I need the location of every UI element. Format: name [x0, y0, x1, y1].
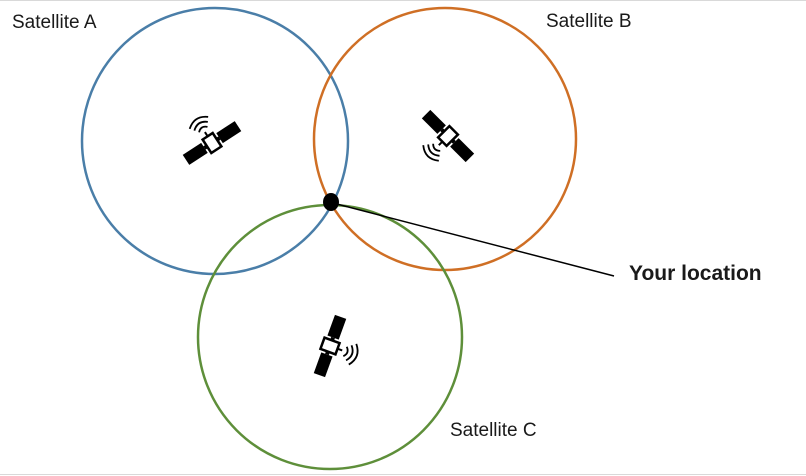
frame-top-edge: [0, 0, 806, 1]
location-label: Your location: [629, 262, 762, 285]
satellite-c-label: Satellite C: [450, 420, 537, 441]
satellite-a-icon: [182, 115, 242, 165]
frame-bottom-edge: [0, 474, 806, 475]
location-marker: [323, 193, 339, 211]
satellite-a-label: Satellite A: [12, 12, 97, 33]
location-leader-line: [332, 202, 615, 277]
satellite-c-icon: [313, 314, 359, 378]
satellite-c-coverage-circle: [196, 203, 464, 471]
satellite-b-icon: [421, 109, 475, 163]
satellite-b-label: Satellite B: [546, 11, 632, 32]
